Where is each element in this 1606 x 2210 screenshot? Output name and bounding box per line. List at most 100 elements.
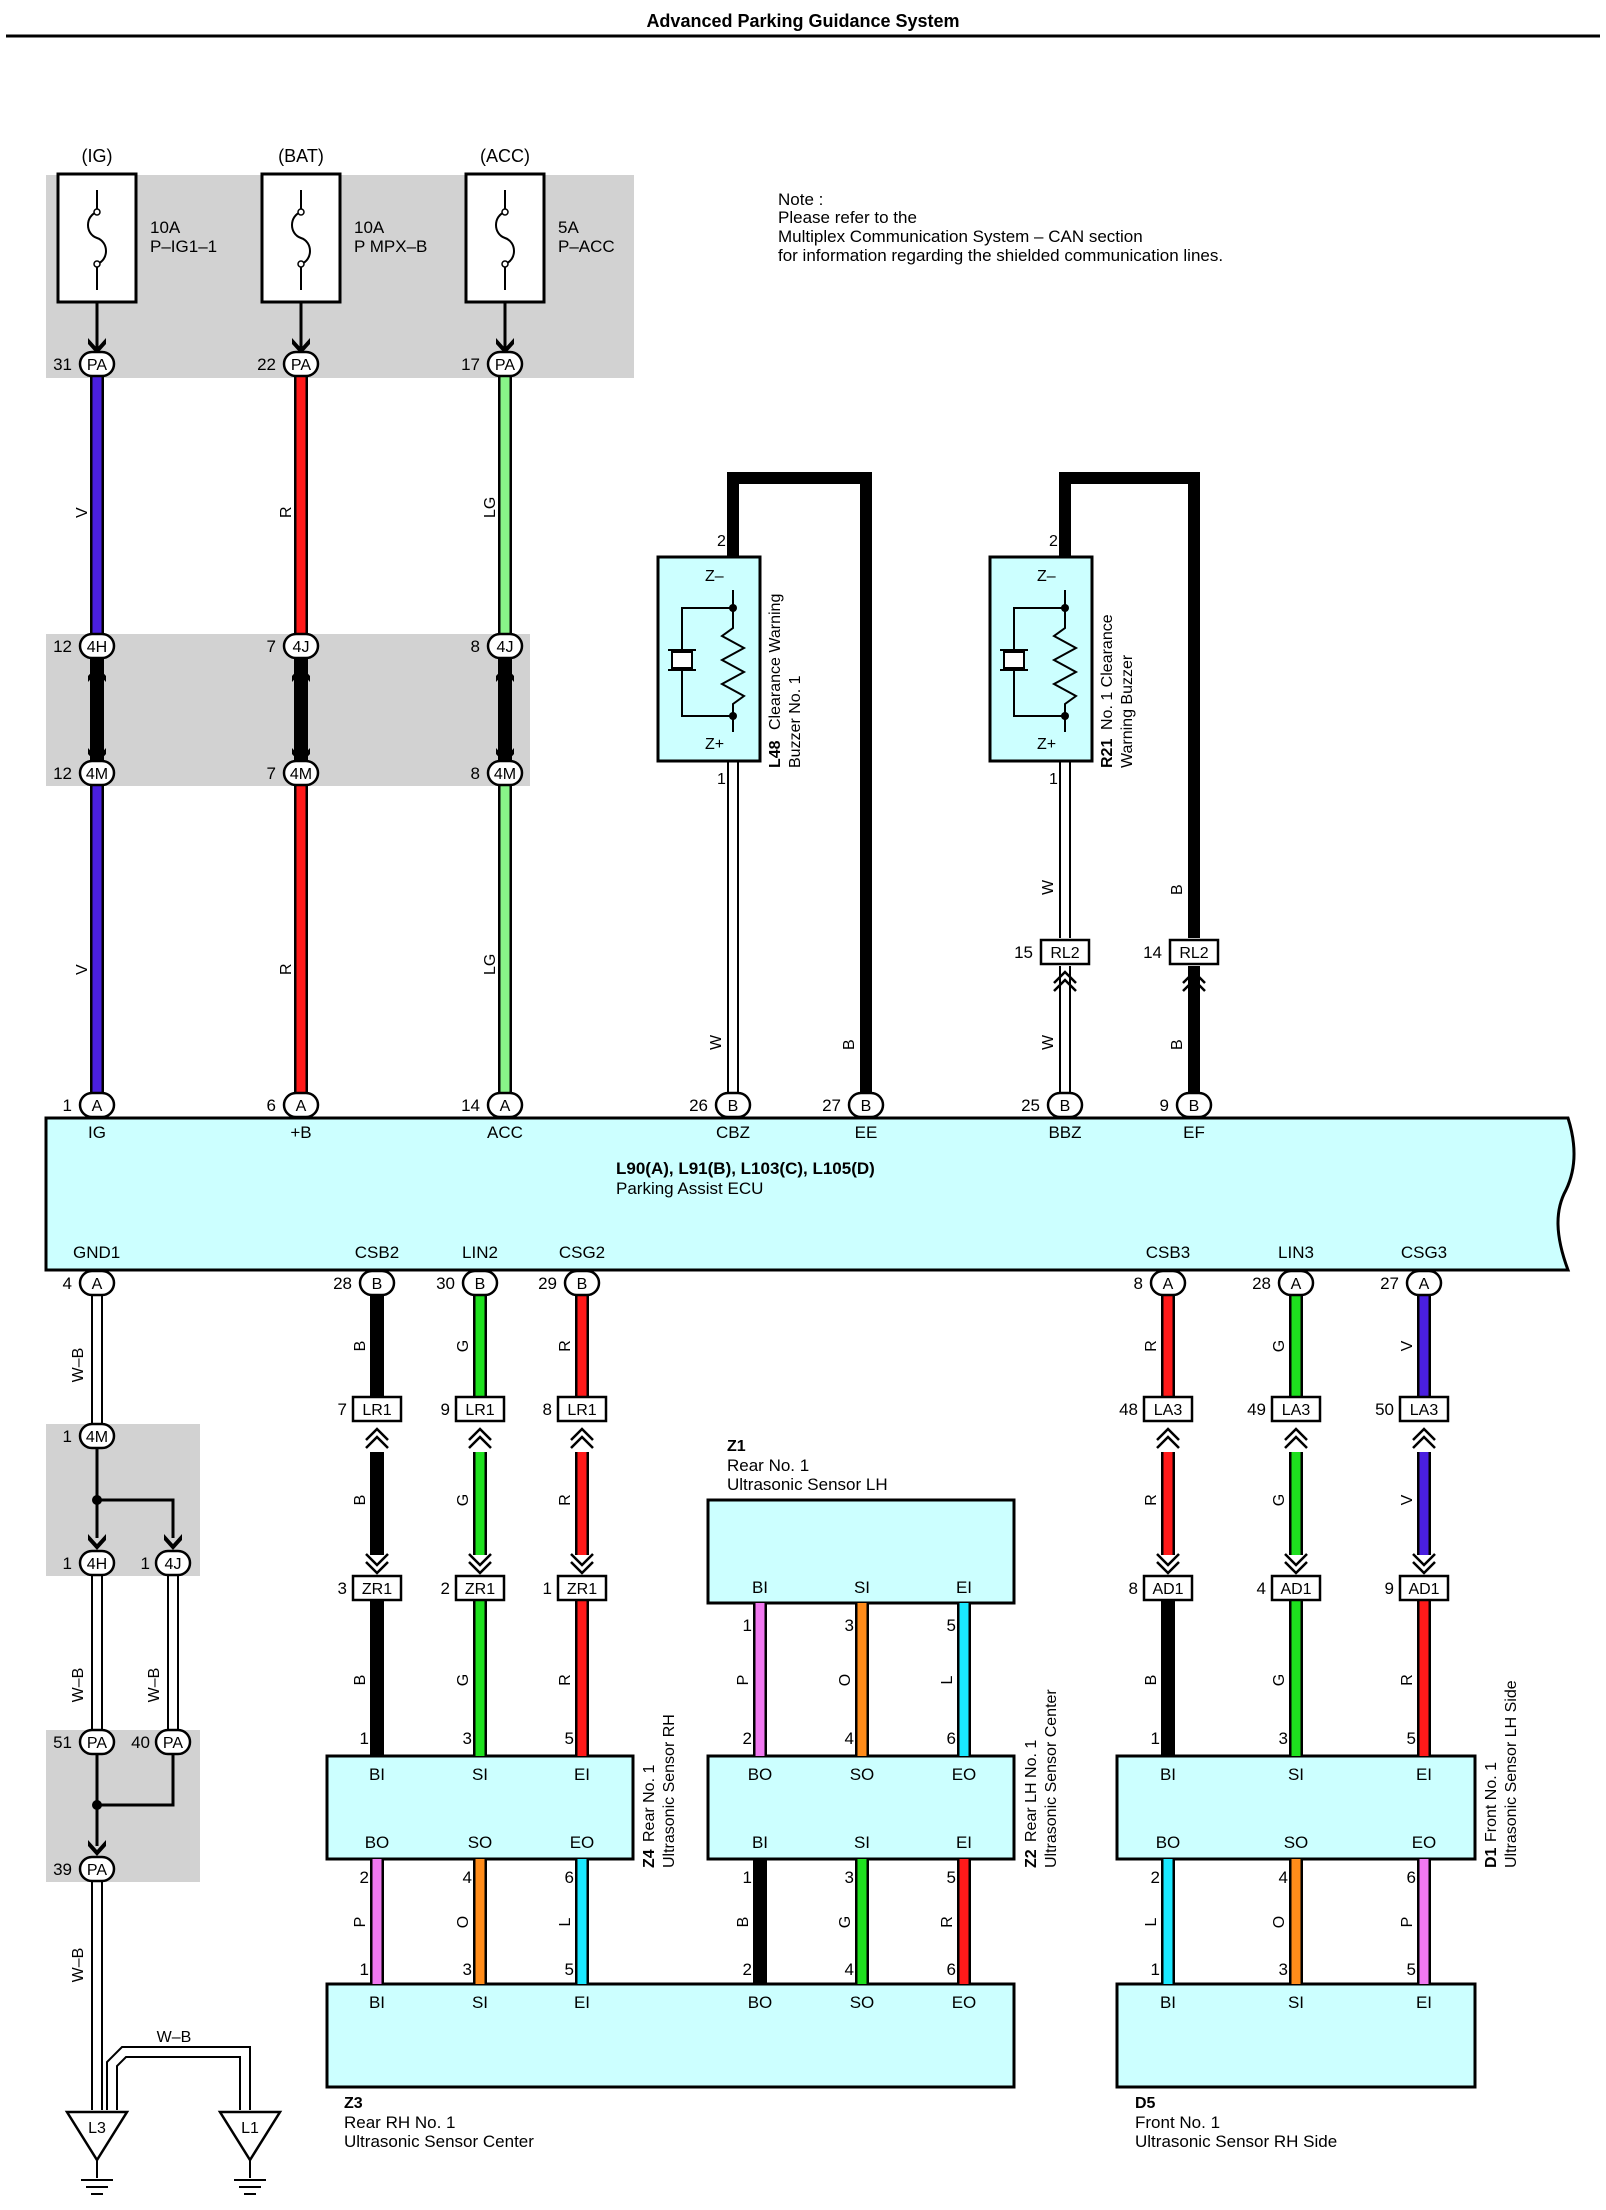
fuse-connector-PA: PA	[282, 350, 320, 378]
connector-code: AD1	[1280, 1581, 1311, 1598]
sensor-terminal: EI	[574, 1765, 590, 1784]
wire-code: W	[1040, 1034, 1057, 1050]
ecu-terminal-label: CSB2	[355, 1243, 399, 1262]
sensor-terminal: EO	[952, 1765, 977, 1784]
buzzer-term-bottom: Z+	[705, 736, 724, 753]
buzzer-term-top: Z–	[1037, 568, 1056, 585]
sensor-terminal: BI	[369, 1993, 385, 2012]
connector-code: RL2	[1179, 945, 1208, 962]
connector-code: A	[1291, 1276, 1302, 1293]
connector-code: LR1	[362, 1402, 391, 1419]
wire-code: B	[1169, 1039, 1186, 1050]
buzzer-name-1: No. 1 Clearance	[1099, 614, 1116, 730]
buzzer-l48: 2 Z– Z+ 1 L48 Clearance Warning Buzzer N…	[656, 533, 804, 788]
inline-connector: AD1	[1398, 1574, 1450, 1602]
ecu-connector: B	[847, 1091, 885, 1119]
sensor-terminal: EI	[1416, 1765, 1432, 1784]
wire-code: W–B	[157, 2029, 192, 2046]
sensor-z2-box	[706, 1754, 1016, 1861]
connector-code: RL2	[1050, 945, 1079, 962]
ground-connector: 4J	[154, 1549, 192, 1577]
junction-area-4h-4m	[46, 634, 530, 786]
buzzer-name-2: Warning Buzzer	[1119, 654, 1136, 768]
connector-code: ZR1	[362, 1581, 392, 1598]
svg-text:D1: D1	[1483, 1847, 1500, 1868]
fuse-acc: (ACC) 5A P–ACC	[464, 146, 615, 304]
inline-chevron	[1284, 1427, 1308, 1449]
ground-connector: PA	[154, 1728, 192, 1756]
sensor-pin: 3	[845, 1868, 854, 1887]
ecu-connector: B	[358, 1269, 396, 1297]
connector-oval	[282, 632, 320, 660]
svg-text:Rear LH No. 1: Rear LH No. 1	[1023, 1740, 1040, 1842]
ground-arrow	[88, 1534, 106, 1550]
sensor-pin: 3	[1279, 1729, 1288, 1748]
junction-connector: 4J	[486, 632, 524, 660]
connector-box	[1270, 1574, 1322, 1602]
connector-code: 4M	[494, 766, 516, 783]
ecu-pin: 4	[63, 1274, 72, 1293]
fuse-ig: (IG) 10A P–IG1–1	[56, 146, 217, 304]
ground-branch	[106, 2046, 251, 2110]
connector-box	[1398, 1574, 1450, 1602]
page-title: Advanced Parking Guidance System	[646, 11, 959, 31]
inline-pin: 9	[1385, 1579, 1394, 1598]
wire-code: P	[1399, 1917, 1416, 1928]
sensor-pin: 5	[947, 1868, 956, 1887]
sensor-terminal: EI	[956, 1578, 972, 1597]
wire-code: R	[278, 506, 295, 518]
connector-oval	[78, 759, 116, 787]
connector-code: AD1	[1152, 1581, 1183, 1598]
wire-code: G	[1271, 1494, 1288, 1506]
inline-pin: 1	[543, 1579, 552, 1598]
connector-box	[454, 1574, 506, 1602]
inline-connector: AD1	[1270, 1574, 1322, 1602]
sensor-z1-box	[706, 1498, 1016, 1605]
connector-code: LA3	[1154, 1402, 1183, 1419]
junction-connector: 4H	[78, 632, 116, 660]
fuse-connector-PA: PA	[486, 350, 524, 378]
ground-triangle	[217, 2110, 283, 2163]
inline-pin: 2	[441, 1579, 450, 1598]
connector-code: PA	[87, 357, 107, 374]
connector-oval	[282, 1091, 320, 1119]
sensor-terminal: BO	[748, 1993, 773, 2012]
connector-box	[1270, 1395, 1322, 1423]
buzzer-pin-top: 2	[717, 533, 726, 550]
sensor-pin: 2	[743, 1729, 752, 1748]
connector-oval	[78, 1549, 116, 1577]
ecu-connector: B	[1175, 1091, 1213, 1119]
sensor-terminal: EO	[952, 1993, 977, 2012]
connector-oval	[1175, 1091, 1213, 1119]
connector-oval	[486, 759, 524, 787]
wire-code: P	[352, 1917, 369, 1928]
connector-code: B	[577, 1276, 588, 1293]
ecu-pin: 8	[1134, 1274, 1143, 1293]
svg-text:D5: D5	[1135, 2095, 1156, 2112]
svg-text:Z4: Z4	[641, 1849, 658, 1868]
connector-oval	[714, 1091, 752, 1119]
sensor-z2-label: Z2 Rear LH No. 1 Ultrasonic Sensor Cente…	[1023, 1689, 1060, 1868]
ecu-terminal-label: CSG2	[559, 1243, 605, 1262]
wire-code: V	[74, 507, 91, 518]
ecu-gnd-connector: A	[78, 1269, 116, 1297]
ecu-terminal-label: +B	[290, 1123, 311, 1142]
fuse-source: (IG)	[82, 146, 113, 166]
ecu-connector: A	[1277, 1269, 1315, 1297]
svg-text:Ultrasonic Sensor Center: Ultrasonic Sensor Center	[1043, 1689, 1060, 1868]
buzzer-id: L48	[767, 740, 784, 768]
fuse-pin: 31	[53, 355, 72, 374]
svg-text:Rear No. 1: Rear No. 1	[641, 1765, 658, 1842]
fuse-amp: 10A	[354, 218, 385, 237]
connector-code: LA3	[1282, 1402, 1311, 1419]
inline-chevron	[365, 1427, 389, 1449]
inline-chevron	[1182, 970, 1206, 992]
connector-code: A	[1419, 1276, 1430, 1293]
connector-code: 4M	[290, 766, 312, 783]
connector-code: 4J	[293, 639, 310, 656]
sensor-terminal: BI	[752, 1833, 768, 1852]
ecu-connector: A	[1405, 1269, 1443, 1297]
sensor-pin: 1	[360, 1729, 369, 1748]
connector-oval	[1046, 1091, 1084, 1119]
ground-pin: 1	[63, 1554, 72, 1573]
